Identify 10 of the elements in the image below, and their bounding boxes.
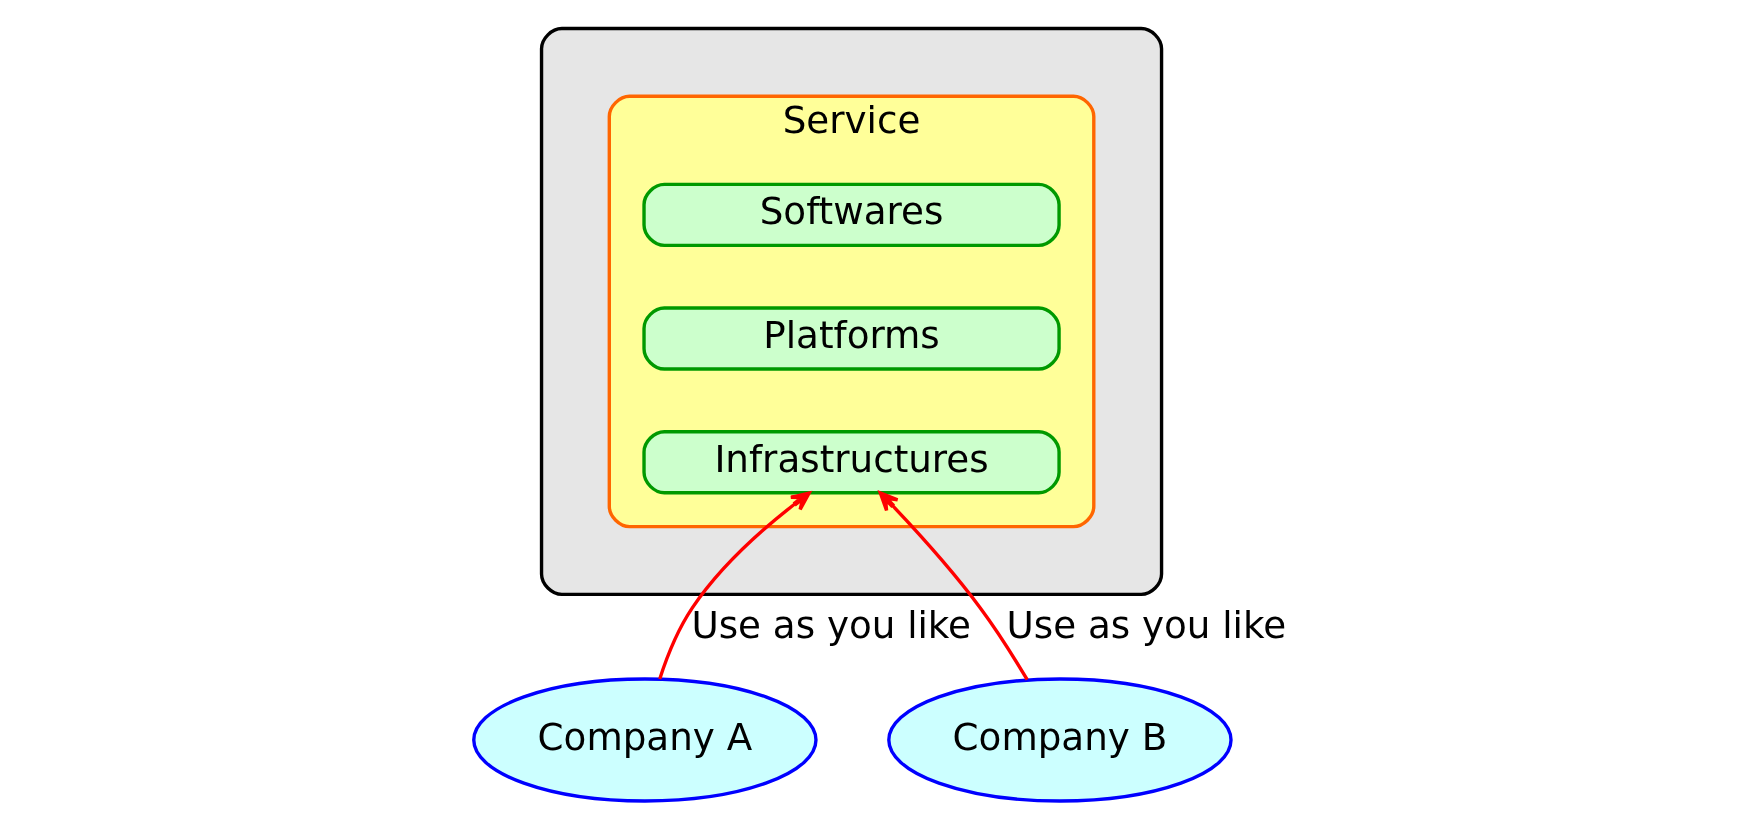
node-ellipse: Company B	[886, 677, 1233, 803]
edge-label: Use as you like	[1005, 602, 1286, 647]
cluster	[539, 26, 1163, 597]
arrow	[878, 491, 1029, 681]
arrow	[657, 491, 811, 680]
node-box: Softwares	[641, 182, 1061, 248]
node-box: Infrastructures	[641, 430, 1061, 495]
edge-label: Use as you like	[690, 602, 971, 647]
node-box: Platforms	[641, 306, 1061, 371]
node-ellipse: Company A	[471, 677, 818, 803]
